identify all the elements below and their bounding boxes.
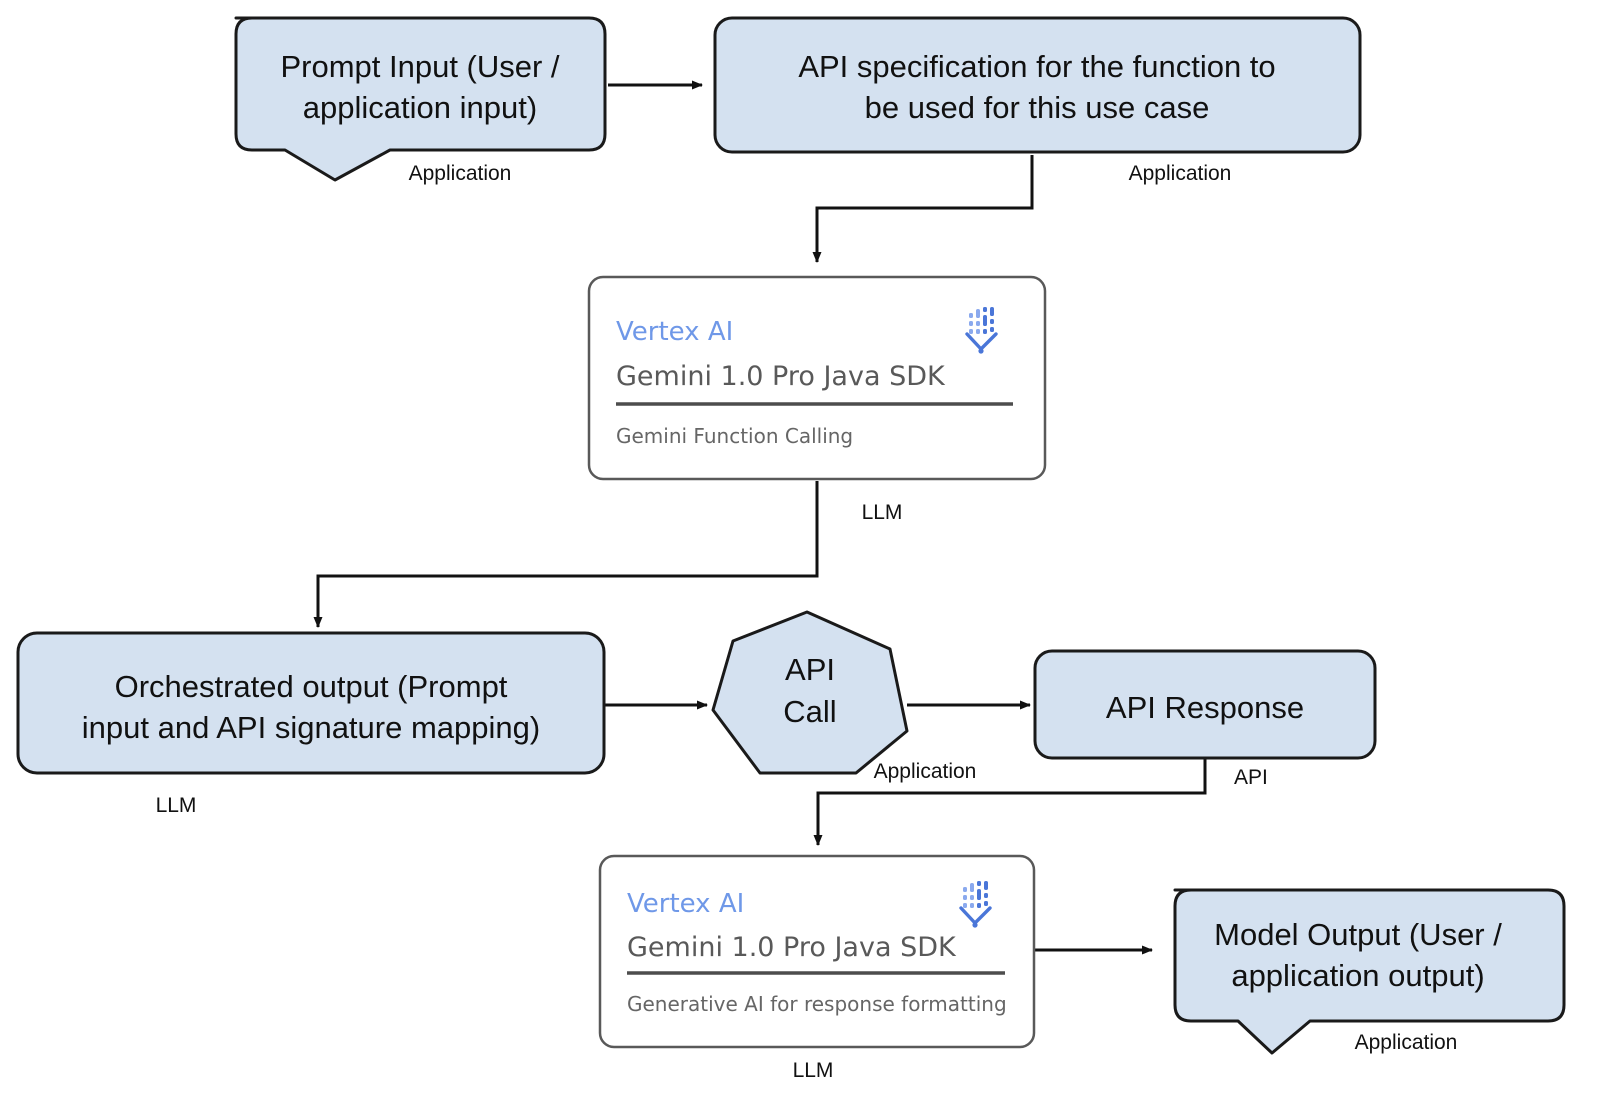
vertex-ai-icon xyxy=(959,881,992,928)
orchestrated-output-tag: LLM xyxy=(156,794,197,817)
node-api-response[interactable]: API Response xyxy=(1033,649,1377,760)
tag-api-response: API xyxy=(1234,766,1268,789)
edge-apispec-to-vertex-top xyxy=(812,155,1034,263)
api-call-line1: API xyxy=(785,652,835,687)
tag-vertex-card-bottom: LLM xyxy=(793,1059,834,1082)
vertex-card-bottom-subtitle: Gemini 1.0 Pro Java SDK xyxy=(627,932,957,963)
node-api-call[interactable]: API Call xyxy=(711,610,909,775)
node-api-spec[interactable]: API specification for the function to be… xyxy=(713,16,1362,154)
api-spec-tag: Application xyxy=(1129,162,1232,185)
vertex-card-bottom-footer: Generative AI for response formatting xyxy=(627,992,1007,1016)
api-response-label: API Response xyxy=(1106,690,1304,725)
node-vertex-card-bottom[interactable]: Vertex AI Gemini 1.0 Pro Java SDK Genera… xyxy=(598,854,1036,1049)
api-call-line2: Call xyxy=(783,694,836,729)
edge-vertex-top-to-orchestrated xyxy=(313,481,819,628)
model-output-line1: Model Output (User / xyxy=(1214,917,1502,952)
api-spec-line2: be used for this use case xyxy=(865,90,1210,125)
tag-api-call: Application xyxy=(874,760,977,783)
vertex-ai-icon xyxy=(965,307,998,354)
orchestrated-output-line2: input and API signature mapping) xyxy=(82,710,540,745)
orchestrated-output-line1: Orchestrated output (Prompt xyxy=(115,669,508,704)
vertex-card-bottom-tag: LLM xyxy=(793,1059,834,1082)
tag-vertex-card-top: LLM xyxy=(862,501,903,524)
api-spec-line1: API specification for the function to xyxy=(798,49,1275,84)
vertex-card-top-footer: Gemini Function Calling xyxy=(616,424,853,448)
prompt-input-line2: application input) xyxy=(303,90,537,125)
api-response-tag: API xyxy=(1234,766,1268,789)
vertex-card-top-tag: LLM xyxy=(862,501,903,524)
node-orchestrated-output[interactable]: Orchestrated output (Prompt input and AP… xyxy=(16,631,606,775)
model-output-tag: Application xyxy=(1355,1031,1458,1054)
vertex-card-top-subtitle: Gemini 1.0 Pro Java SDK xyxy=(616,361,946,392)
tag-api-spec: Application xyxy=(1129,162,1232,185)
tag-orchestrated-output: LLM xyxy=(156,794,197,817)
tag-prompt-input: Application xyxy=(409,162,512,185)
vertex-card-top-title: Vertex AI xyxy=(616,317,733,347)
prompt-input-tag: Application xyxy=(409,162,512,185)
tag-model-output: Application xyxy=(1355,1031,1458,1054)
vertex-card-bottom-title: Vertex AI xyxy=(627,889,744,919)
prompt-input-line1: Prompt Input (User / xyxy=(280,49,559,84)
edge-apiresponse-to-vertex-bottom xyxy=(813,758,1207,846)
api-call-tag: Application xyxy=(874,760,977,783)
node-model-output[interactable]: Model Output (User / application output) xyxy=(1173,888,1566,1055)
node-prompt-input[interactable]: Prompt Input (User / application input) xyxy=(234,16,607,182)
model-output-line2: application output) xyxy=(1231,958,1484,993)
node-vertex-card-top[interactable]: Vertex AI Gemini 1.0 Pro Java SDK Gemini… xyxy=(587,275,1047,481)
